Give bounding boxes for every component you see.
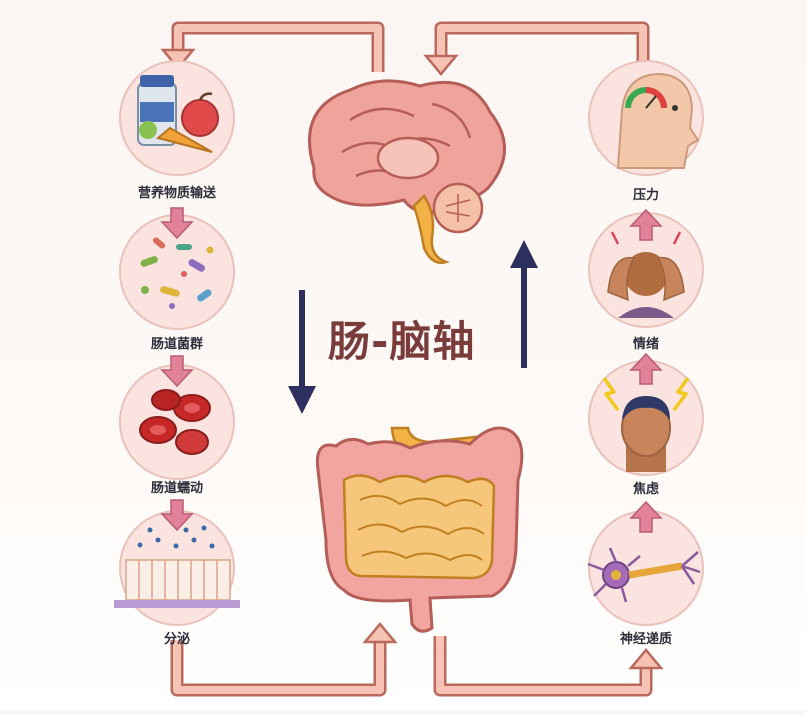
axis-arrow-down (288, 290, 316, 414)
node-nutrients (119, 60, 235, 176)
intestines-illustration (315, 426, 524, 633)
label-gut-microbiota: 肠道菌群 (150, 337, 203, 352)
arrow-down-1 (160, 207, 194, 240)
arrow-down-2 (160, 355, 194, 388)
node-anxiety (588, 360, 704, 476)
arrow-down-3 (160, 499, 194, 532)
node-gut-microbiota (119, 214, 235, 330)
node-stress (588, 60, 704, 176)
label-secretion: 分泌 (163, 632, 190, 647)
left-chain-arrows (160, 207, 194, 532)
anxious-face-icon (602, 376, 690, 472)
node-gut-motility (119, 364, 235, 480)
connector-brain-to-nutrients (160, 21, 385, 72)
right-chain-arrows (629, 208, 663, 533)
connector-gut-to-neurotransmitters (433, 636, 664, 697)
connector-secretion-to-gut (170, 622, 398, 697)
connector-stress-to-brain (423, 21, 650, 76)
arrow-up-2 (629, 352, 663, 385)
label-emotion: 情绪 (632, 337, 659, 352)
head-in-hands-icon (607, 231, 685, 318)
nutrients-icon (137, 75, 219, 153)
label-stress: 压力 (632, 188, 659, 203)
arrow-up-3 (629, 500, 663, 533)
brain-illustration (308, 79, 506, 264)
label-nutrients: 营养物质输送 (137, 186, 216, 201)
secretion-icon (114, 525, 240, 608)
bacteria-icon (140, 237, 214, 309)
node-neurotransmitters (587, 510, 704, 626)
axis-arrow-up (510, 240, 538, 368)
label-gut-motility: 肠道蠕动 (150, 481, 203, 496)
blood-cells-icon (139, 389, 211, 455)
label-anxiety: 焦虑 (632, 482, 659, 497)
node-emotion (588, 212, 704, 328)
neuron-icon (587, 547, 701, 603)
head-gauge-icon (616, 72, 700, 169)
arrow-up-1 (629, 208, 663, 241)
diagram-title: 肠-脑轴 (328, 317, 476, 366)
label-neurotransmitters: 神经递质 (619, 632, 672, 647)
